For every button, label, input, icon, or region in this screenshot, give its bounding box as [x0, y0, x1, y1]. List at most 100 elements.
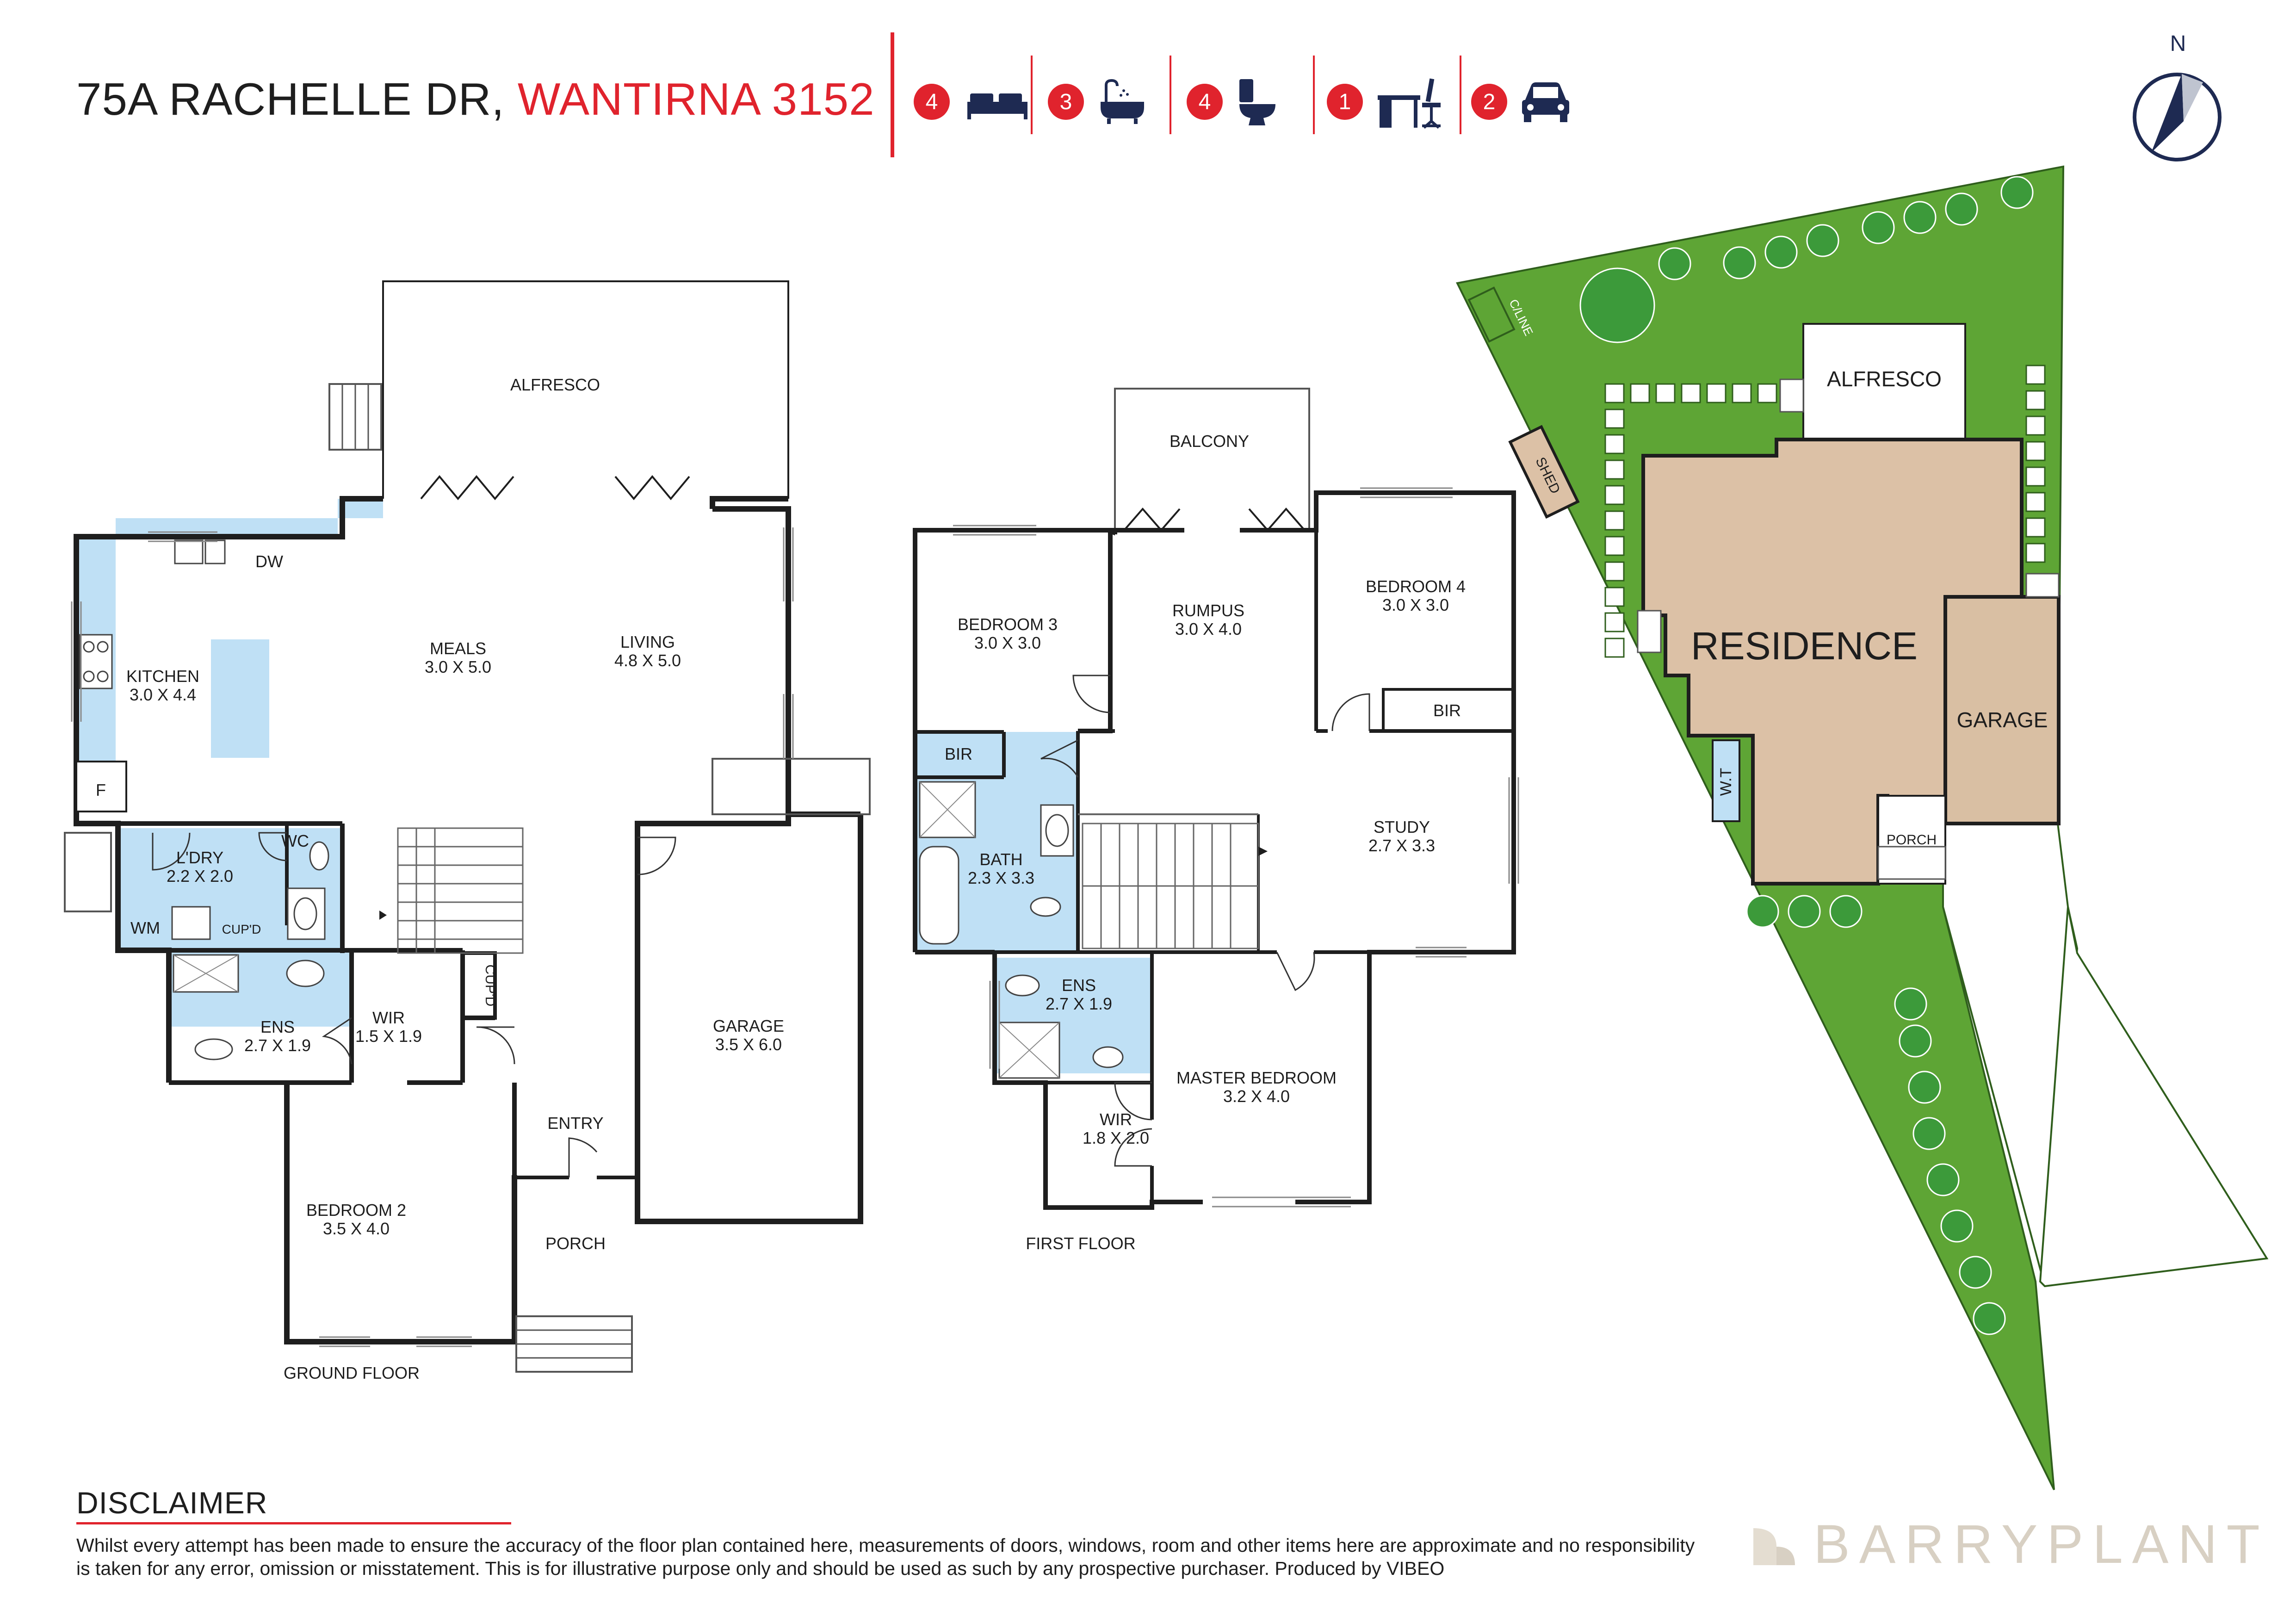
balcony-label: BALCONY: [1170, 432, 1249, 451]
header-divider: [891, 32, 894, 157]
gf-garage-label: GARAGE: [713, 1016, 784, 1035]
bath-toilet: [1030, 897, 1061, 917]
ground-floor-title: GROUND FLOOR: [284, 1363, 420, 1382]
car-icon: [1522, 82, 1569, 122]
ground-floor-plan: ALFRESCO MEALS 3.0 X 5.0 LIVING 4.8 X 5.…: [64, 280, 871, 1382]
master-bedroom-label: MASTER BEDROOM: [1176, 1068, 1337, 1087]
feature-car-spaces: 2: [1471, 69, 1571, 134]
ff-stairs: [1082, 823, 1259, 949]
feature-divider: [1313, 56, 1315, 134]
bed4-robe: [1382, 688, 1515, 732]
compass: N: [2133, 31, 2222, 161]
clothesline: [1467, 286, 1516, 343]
first-floor-plan: BALCONY BEDROOM 3 3.0 X 3.0 RUMPUS 3.0 X…: [379, 388, 1519, 1253]
large-tree: [1579, 267, 1655, 343]
bedroom3-label: BEDROOM 3: [958, 615, 1058, 634]
bed-icon: [967, 93, 1027, 119]
brand-mark-icon: [1753, 1528, 1795, 1565]
living-dimensions: 4.8 X 5.0: [614, 651, 681, 670]
meals-label: MEALS: [430, 639, 486, 658]
gf-wir-label: WIR: [372, 1008, 405, 1027]
toilet-count: 4: [1187, 84, 1223, 120]
ground-windows: [71, 527, 794, 1347]
compass-needle: [2151, 74, 2184, 153]
gf-ensuite-label: ENS: [260, 1017, 295, 1036]
gf-porch-label: PORCH: [545, 1234, 606, 1253]
shed: [1508, 425, 1580, 519]
ff-wir-dimensions: 1.8 X 2.0: [1083, 1128, 1149, 1147]
bath-dimensions: 2.3 X 3.3: [968, 868, 1034, 887]
car-count: 2: [1471, 84, 1507, 120]
site-porch-label: PORCH: [1887, 832, 1937, 848]
feature-bathrooms: 3: [1048, 69, 1148, 134]
feature-bedrooms: 4: [914, 69, 1032, 134]
bath-icon: [1101, 79, 1144, 124]
hall-cupboard-label: CUP'D: [483, 965, 498, 1007]
ff-ens-toilet: [1005, 974, 1040, 997]
study-desk-icon: [1378, 78, 1441, 129]
laundry-steps: [64, 832, 112, 912]
fridge-space: [75, 761, 127, 812]
bedroom2-label: BEDROOM 2: [306, 1201, 406, 1220]
kitchen-label: KITCHEN: [126, 667, 199, 686]
dishwasher-label: DW: [255, 552, 283, 571]
toilet-icon: [1239, 79, 1275, 125]
washing-machine-label: WM: [130, 918, 160, 937]
residence-label: RESIDENCE: [1691, 624, 1918, 668]
compass-north-label: N: [2170, 31, 2186, 56]
site-garage-label: GARAGE: [1957, 708, 2048, 732]
wc-toilet: [309, 841, 329, 871]
disclaimer-underline: [76, 1522, 511, 1524]
driveway-front: [2039, 906, 2269, 1288]
brand-name: BARRYPLANT: [1813, 1514, 2269, 1575]
site-porch-steps: [1877, 846, 1946, 880]
balcony-doors: [1123, 507, 1306, 532]
disclaimer-title: DISCLAIMER: [76, 1486, 268, 1520]
cooktop: [79, 634, 113, 689]
bed3-bir-label: BIR: [945, 744, 972, 763]
feature-divider: [1031, 56, 1033, 134]
ff-ensuite-label: ENS: [1062, 976, 1096, 995]
bedroom2-dimensions: 3.5 X 4.0: [323, 1219, 390, 1238]
site-alfresco-label: ALFRESCO: [1827, 367, 1942, 391]
rumpus-dimensions: 3.0 X 4.0: [1175, 619, 1242, 638]
ff-door-swings: [1040, 675, 1370, 1167]
entry-label: ENTRY: [547, 1114, 603, 1133]
wc-label: WC: [281, 831, 309, 850]
ff-ens-vanity: [1092, 1046, 1124, 1068]
site-garage: [1943, 595, 2061, 825]
garage-steps: [712, 758, 871, 815]
ground-door-swings: [152, 832, 676, 1177]
bathtub: [919, 846, 959, 945]
laundry-label: L'DRY: [176, 848, 223, 867]
kitchen-sink: [174, 539, 204, 564]
ff-windows: [953, 487, 1519, 1208]
study-label: STUDY: [1374, 818, 1430, 836]
ff-ensuite-dimensions: 2.7 X 1.9: [1046, 994, 1112, 1013]
bathroom-count: 3: [1048, 84, 1084, 120]
street-address: 75A RACHELLE DR,: [76, 74, 505, 124]
fridge-label: F: [96, 781, 106, 799]
suburb: WANTIRNA 3152: [517, 74, 875, 124]
laundry-tub: [171, 906, 211, 940]
feature-divider: [1170, 56, 1171, 134]
water-tank: [1712, 739, 1740, 822]
bedroom4-dimensions: 3.0 X 3.0: [1382, 595, 1449, 614]
gf-ensuite-dimensions: 2.7 X 1.9: [244, 1036, 311, 1055]
kitchen-bench: [76, 499, 383, 762]
alfresco-bifold-doors: [420, 475, 690, 501]
study-count: 1: [1327, 84, 1363, 120]
kitchen-dimensions: 3.0 X 4.4: [130, 685, 196, 704]
balcony-outline: [1114, 388, 1310, 530]
bedroom-count: 4: [914, 84, 950, 120]
laundry-cupboard-label: CUP'D: [222, 922, 261, 936]
property-address: 75A RACHELLE DR, WANTIRNA 3152: [76, 73, 875, 125]
shrubs: [1579, 176, 2034, 1335]
first-floor-title: FIRST FLOOR: [1026, 1234, 1135, 1253]
feature-study: 1: [1327, 69, 1445, 134]
ground-stairs: [397, 827, 524, 954]
laundry-dimensions: 2.2 X 2.0: [167, 867, 233, 886]
alfresco-outline: [382, 280, 789, 499]
brand-logo: BARRYPLANT: [1749, 1513, 2269, 1576]
